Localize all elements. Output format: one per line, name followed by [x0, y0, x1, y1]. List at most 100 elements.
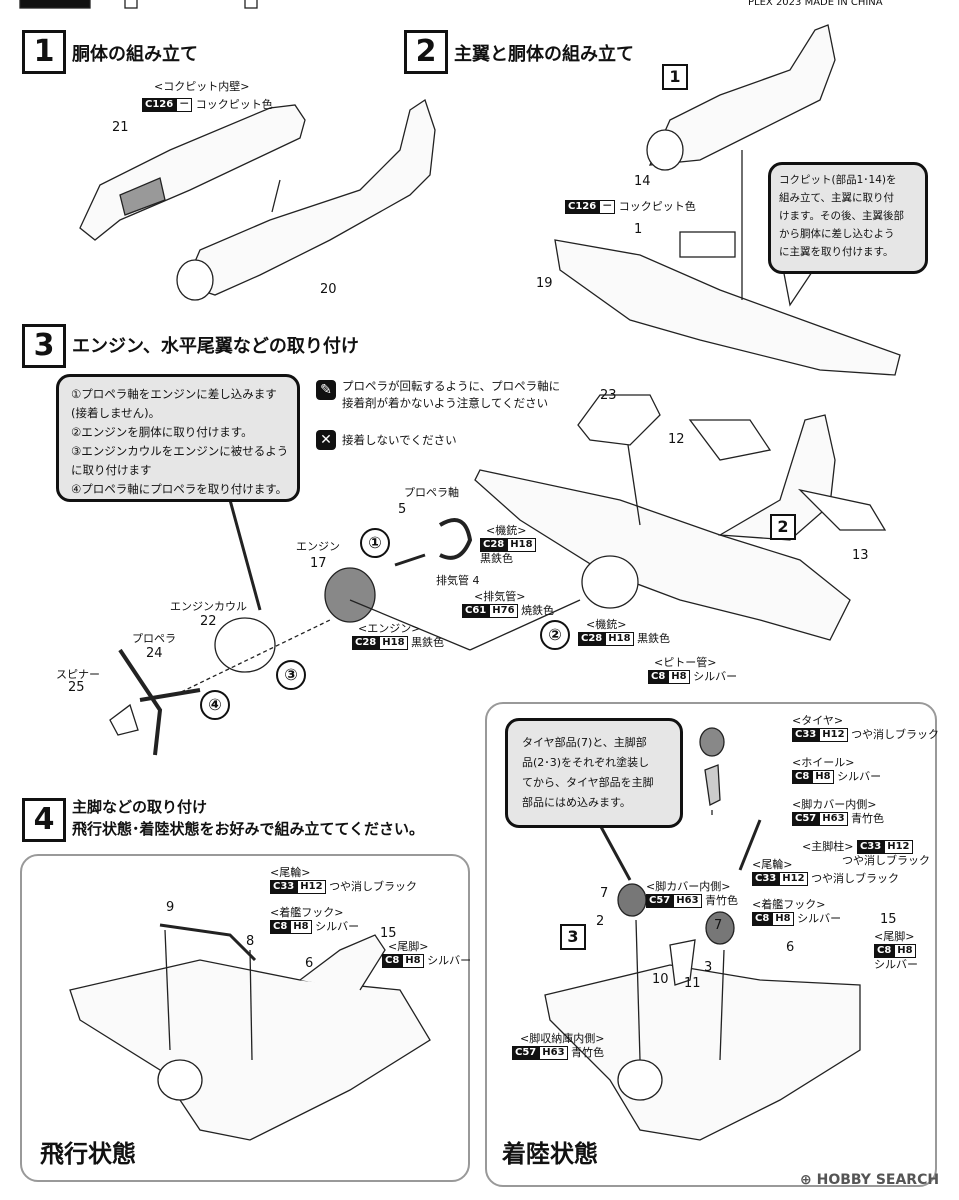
bubble-line: 部品にはめ込みます。 [522, 796, 631, 809]
landing-panel [485, 702, 937, 1187]
paint-name: シルバー [427, 954, 472, 967]
circled-step-1: ① [360, 528, 390, 558]
no-glue-note: 接着しないでください [342, 433, 457, 447]
part-8: 8 [246, 934, 255, 949]
cowl-label: エンジンカウル [170, 600, 247, 613]
paint-code-c: C57 [646, 894, 674, 908]
step-2-number: 2 [404, 30, 448, 74]
part-5: 5 [398, 502, 407, 517]
note-line: コクピット(部品1･14)を [779, 174, 897, 186]
paint-code-c: C8 [270, 920, 291, 934]
paint-caption: <脚収納庫内側> [520, 1032, 605, 1045]
part-19: 19 [536, 276, 553, 291]
part-1: 1 [634, 222, 643, 237]
landing-detail-bubble: タイヤ部品(7)と、主脚部 品(2･3)をそれぞれ塗装し てから、タイヤ部品を主… [505, 718, 683, 828]
part-7-left: 7 [600, 886, 609, 901]
paint-caption: <機銃> [586, 618, 627, 631]
exhaust-label: 排気管 4 [436, 574, 480, 587]
paint-code-h: H12 [819, 728, 848, 742]
bubble-line: 品(2･3)をそれぞれ塗装し [522, 756, 650, 769]
part-23: 23 [600, 388, 617, 403]
part-10: 10 [652, 972, 669, 987]
paint-caption: <尾輪> [752, 858, 793, 871]
paint-caption: <機銃> [486, 524, 527, 537]
step3-instructions-bubble: ①プロペラ軸をエンジンに差し込みます (接着しません)。 ②エンジンを胴体に取り… [56, 374, 300, 502]
circled-step-4: ④ [200, 690, 230, 720]
step-3-number: 3 [22, 324, 66, 368]
paint-caption: <排気管> [474, 590, 526, 603]
paint-code-h: － [599, 200, 616, 214]
part-17: 17 [310, 556, 327, 571]
note-line: に主翼を取り付けます。 [779, 246, 894, 258]
paint-caption: <ピトー管> [654, 656, 717, 669]
ref-box-1: 1 [662, 64, 688, 90]
part-20: 20 [320, 282, 337, 297]
paint-name: つや消しブラック [851, 728, 940, 741]
paint-code-c: C33 [792, 728, 820, 742]
bubble-line: (接着しません)。 [71, 406, 161, 420]
paint-caption: <尾輪> [270, 866, 311, 879]
paint-code-c: C61 [462, 604, 490, 618]
note-line: けます。その後、主翼後部 [779, 210, 904, 222]
bubble-line: タイヤ部品(7)と、主脚部 [522, 736, 647, 749]
paint-code-h: H8 [290, 920, 312, 934]
flight-panel [20, 854, 470, 1182]
bubble-line: ④プロペラ軸にプロペラを取り付けます。 [71, 482, 288, 496]
bubble-line: てから、タイヤ部品を主脚 [522, 776, 654, 789]
step2-note-bubble: コクピット(部品1･14)を 組み立て、主翼に取り付 けます。その後、主翼後部 … [768, 162, 928, 274]
paint-name: 黒鉄色 [411, 636, 445, 649]
paint-code-c: C8 [382, 954, 403, 968]
landing-part-6: 6 [786, 940, 795, 955]
paint-code-c: C33 [270, 880, 298, 894]
paint-code-c: C33 [856, 840, 885, 854]
step-4-title: 主脚などの取り付け [72, 798, 208, 816]
paint-code-c: C126 [142, 98, 177, 112]
no-glue-icon: ✕ [316, 430, 336, 450]
paint-code-h: H63 [539, 1046, 568, 1060]
part-7-right: 7 [714, 918, 723, 933]
paint-code-c: C8 [792, 770, 813, 784]
paint-code-h: H63 [673, 894, 702, 908]
part-13: 13 [852, 548, 869, 563]
step1-paint: C126－ コックピット色 [142, 98, 273, 112]
paint-caption: <尾脚> [388, 940, 429, 953]
paint-code-c: C8 [648, 670, 669, 684]
step-1-title: 胴体の組み立て [72, 44, 198, 65]
part-21: 21 [112, 120, 129, 135]
glue-caution-icon: ✎ [316, 380, 336, 400]
step-4-subtitle: 飛行状態･着陸状態をお好みで組み立ててください。 [72, 820, 425, 838]
part-22: 22 [200, 614, 217, 629]
step2-paint: C126－ コックピット色 [565, 200, 696, 214]
paint-code-c: C28 [480, 538, 508, 552]
paint-code-c: C8 [874, 944, 895, 958]
paint-code-h: H18 [507, 538, 536, 552]
paint-code-h: H76 [489, 604, 518, 618]
part-25: 25 [68, 680, 85, 695]
paint-name: つや消しブラック [329, 880, 418, 893]
watermark-icon: ⊕ [800, 1172, 812, 1188]
paint-name: 青竹色 [851, 812, 885, 825]
paint-caption: <ホイール> [792, 756, 855, 769]
paint-code-c: C57 [792, 812, 820, 826]
part-15: 15 [380, 926, 397, 941]
flight-caption: 飛行状態 [40, 1140, 136, 1168]
paint-code-c: C57 [512, 1046, 540, 1060]
paint-code-c: C8 [752, 912, 773, 926]
paint-name: コックピット色 [618, 200, 696, 213]
note-line: プロペラが回転するように、プロペラ軸に [342, 379, 561, 393]
paint-name: コックピット色 [195, 98, 273, 111]
paint-code-h: H8 [812, 770, 834, 784]
paint-code-h: H18 [379, 636, 408, 650]
spinner-label: スピナー [56, 668, 100, 681]
